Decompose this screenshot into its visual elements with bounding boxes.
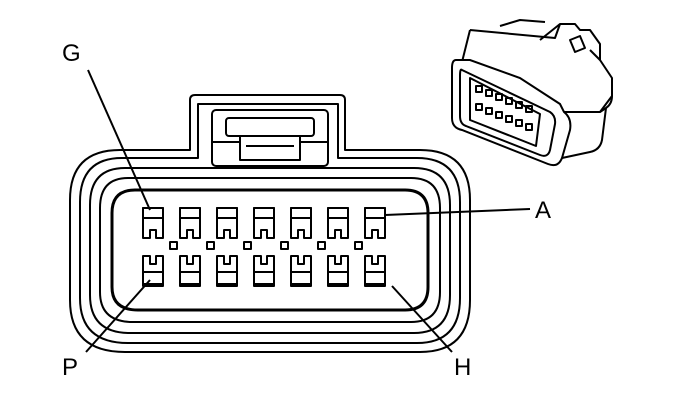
connector-housing <box>69 94 471 353</box>
isometric-cavities <box>475 85 533 131</box>
pin-label-a: A <box>535 197 552 224</box>
locking-latch <box>211 109 329 167</box>
cavity-row-top <box>142 207 386 239</box>
leader-lines <box>85 69 531 353</box>
cavity-row-bottom <box>142 255 386 287</box>
pin-label-g: G <box>62 40 81 67</box>
cavity-keys <box>169 241 363 250</box>
leader-line-p <box>85 279 151 353</box>
leader-line-h <box>391 285 453 353</box>
pin-label-p: P <box>62 354 79 381</box>
leader-line-g <box>87 69 151 211</box>
connector-isometric-view <box>451 19 613 167</box>
cavity-grid <box>142 207 386 287</box>
pin-label-h: H <box>454 354 472 381</box>
leader-line-a <box>384 208 531 216</box>
